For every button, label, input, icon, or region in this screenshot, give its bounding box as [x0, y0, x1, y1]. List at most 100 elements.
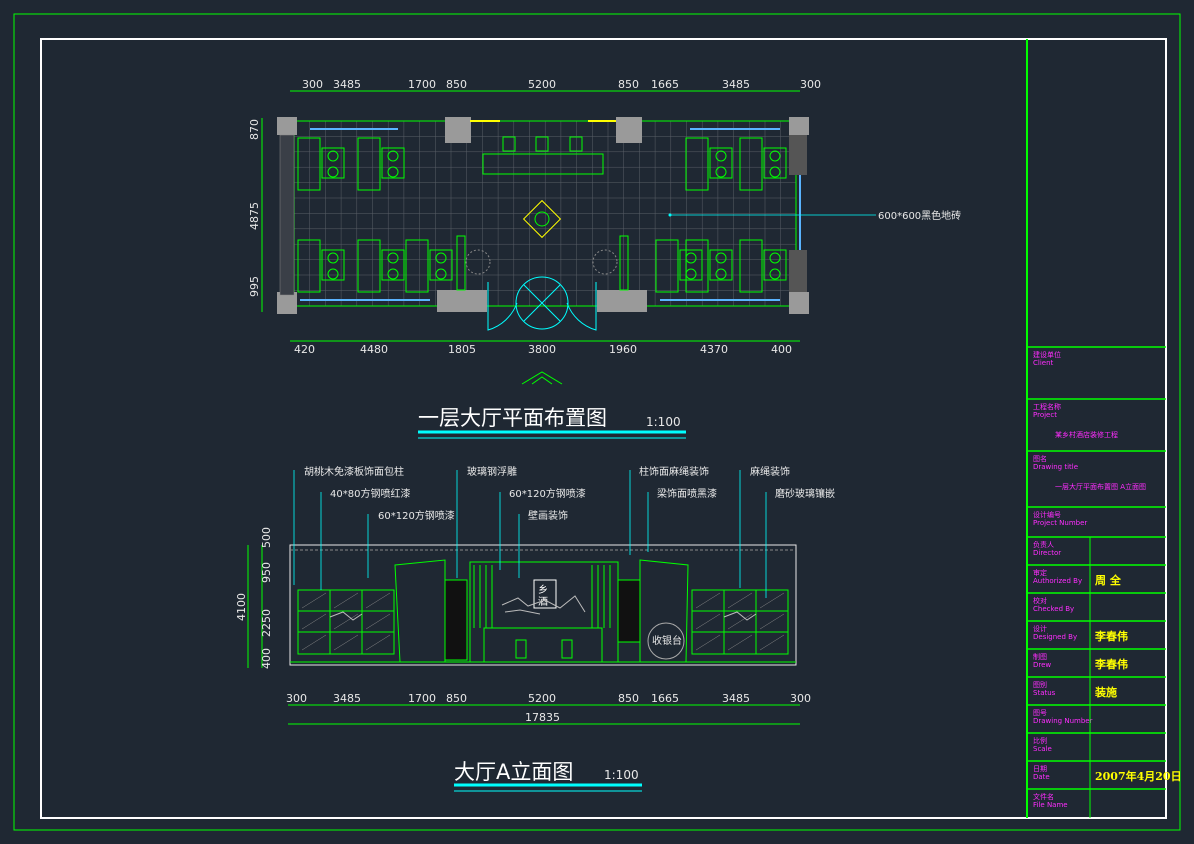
glass-hatch [727, 634, 753, 651]
drawing-border [40, 38, 1167, 819]
outer-frame [13, 13, 1181, 831]
glass-hatch [365, 613, 391, 630]
title-block-sublabel: Checked By [1033, 605, 1074, 613]
plan-top-dim: 1700 [408, 78, 436, 91]
title-block-sublabel: File Name [1033, 801, 1068, 809]
plan-top-dim: 3485 [722, 78, 750, 91]
elevation-note: 柱饰面麻绳装饰 [639, 465, 709, 478]
glass-hatch [301, 634, 327, 651]
booth-table [381, 249, 405, 281]
glass-hatch [365, 592, 391, 609]
title-block-label: 负责人 [1033, 540, 1054, 549]
plan-column [789, 292, 809, 314]
elev-bottom-dim: 5200 [528, 692, 556, 705]
booth-chair [387, 166, 399, 178]
plan-column [277, 292, 297, 314]
floor-tile-grid [293, 120, 796, 307]
booth-chair [715, 150, 727, 162]
plan-column [616, 117, 642, 143]
cabinet-frame [297, 589, 395, 655]
dark-column [617, 579, 641, 643]
elev-bottom-dim: 300 [286, 692, 307, 705]
plan-bottom-dim: 420 [294, 343, 315, 356]
plan-left-dim: 4875 [248, 202, 261, 230]
revolving-door [515, 276, 569, 330]
elev-left-dim: 400 [260, 648, 273, 669]
plan-left-dim: 995 [248, 276, 261, 297]
booth-table [321, 147, 345, 179]
booth-chair [387, 268, 399, 280]
plan-left-dim: 870 [248, 119, 261, 140]
booth-chair [715, 268, 727, 280]
counter-panel [561, 639, 573, 659]
booth-seat [297, 137, 321, 191]
elev-bottom-dim: 1700 [408, 692, 436, 705]
floor-note: 600*600黑色地砖 [878, 209, 961, 222]
booth-table [321, 249, 345, 281]
plan-top-dim: 3485 [333, 78, 361, 91]
right-display-cabinet [691, 589, 789, 655]
booth-table [763, 249, 787, 281]
elevation-note: 40*80方钢喷红漆 [330, 487, 410, 500]
booth-seat [297, 239, 321, 293]
plan-screen [456, 235, 466, 291]
glass-hatch [333, 613, 359, 630]
title-block-sublabel: Date [1033, 773, 1050, 781]
elevation-note: 胡桃木免漆板饰面包柱 [304, 465, 404, 478]
title-block-value: 装施 [1094, 685, 1117, 699]
elevation-notes: 胡桃木免漆板饰面包柱 40*80方钢喷红漆 60*120方钢喷漆 玻璃钢浮雕 6… [293, 465, 835, 598]
booth-chair [327, 268, 339, 280]
plan-bottom-dim: 1805 [448, 343, 476, 356]
booth-table [709, 249, 733, 281]
plan-bottom-dim: 4370 [700, 343, 728, 356]
booth-table [763, 147, 787, 179]
door-swing [487, 282, 518, 331]
mural-char: 乡 [538, 584, 548, 596]
glass-hatch [333, 592, 359, 609]
title-block-sublabel: Drawing title [1033, 463, 1078, 471]
glass-hatch [759, 634, 785, 651]
title-block-sublabel: Drew [1033, 661, 1051, 669]
title-block-label: 文件名 [1033, 792, 1054, 801]
reception-desk [482, 153, 604, 175]
elev-bottom-dim: 1665 [651, 692, 679, 705]
mural-sign [533, 579, 557, 609]
title-block-value: 一层大厅平面布置图 A立面图 [1055, 482, 1146, 491]
title-block-sublabel: Status [1033, 689, 1056, 697]
cashier-label: 收银台 [652, 634, 682, 647]
booth-seat [655, 239, 679, 293]
plan-screen [619, 235, 629, 291]
elevation-note: 60*120方钢喷漆 [378, 509, 455, 522]
booth-chair [435, 252, 447, 264]
title-block-label: 校对 [1033, 596, 1047, 605]
floor-note-dot [668, 213, 672, 217]
title-block-sublabel: Project Number [1033, 519, 1087, 527]
booth-chair [769, 252, 781, 264]
title-block-sublabel: Authorized By [1033, 577, 1082, 585]
plan-wall-block [789, 135, 807, 175]
rope-stripes [473, 565, 611, 628]
plan-top-dim: 5200 [528, 78, 556, 91]
glass-hatch [301, 613, 327, 630]
plan-bottom-dim: 1960 [609, 343, 637, 356]
title-block-value: 周 全 [1095, 573, 1122, 587]
elev-left-dim: 500 [260, 527, 273, 548]
booth-chair [769, 166, 781, 178]
booth-chair [769, 150, 781, 162]
elevation-note: 玻璃钢浮雕 [467, 465, 517, 478]
glass-hatch [365, 634, 391, 651]
mural-char: 酒 [538, 596, 548, 608]
plan-bottom-dim: 400 [771, 343, 792, 356]
elevation-note: 壁画装饰 [528, 509, 568, 522]
elev-bottom-dim: 300 [790, 692, 811, 705]
chair [502, 136, 516, 152]
title-block-label: 制图 [1033, 652, 1047, 661]
glass-hatch [333, 634, 359, 651]
elev-total-dim: 17835 [525, 711, 560, 724]
booth-table [709, 147, 733, 179]
title-block-sublabel: Director [1033, 549, 1061, 557]
title-block-sublabel: Drawing Number [1033, 717, 1093, 725]
title-block-sublabel: Client [1033, 359, 1054, 367]
plan-top-dim: 850 [618, 78, 639, 91]
